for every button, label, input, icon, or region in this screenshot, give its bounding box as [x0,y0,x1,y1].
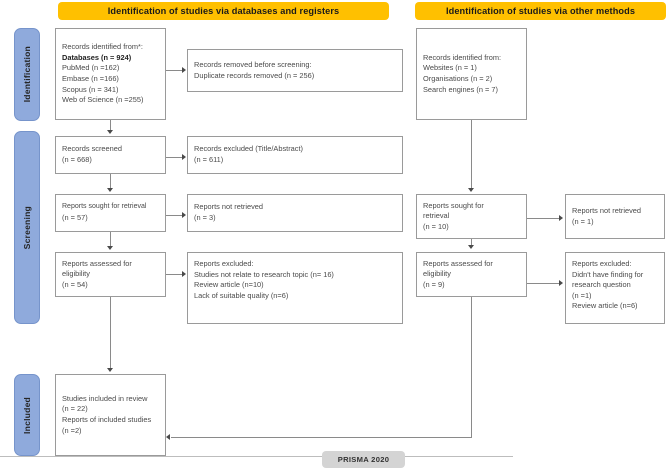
box-line: eligibility [423,269,451,279]
box-line: Studies not relate to research topic (n=… [194,269,334,279]
arrowhead-identified-to-screened [107,130,113,134]
box-reports-excluded-other: Reports excluded: Didn't have finding fo… [565,252,665,324]
box-line: eligibility [62,269,90,279]
box-line: Organisations (n = 2) [423,74,493,83]
banner-other-methods: Identification of studies via other meth… [415,2,666,20]
arrowhead-sought-to-not-retrieved [182,212,186,218]
arrowhead-other-assessed-to-excluded [559,280,563,286]
footer-prisma-chip: PRISMA 2020 [322,451,405,468]
connector-identified-to-screened [110,120,111,131]
arrowhead-assessed-to-included [107,368,113,372]
box-reports-assessed-eligibility: Reports assessed for eligibility (n = 54… [55,252,166,297]
box-line: (n = 10) [423,221,449,231]
box-line: (n =2) [62,425,82,435]
arrowhead-other-to-included [166,434,170,440]
box-line: Reports assessed for [62,258,132,268]
stage-label-identification: Identification [14,28,40,121]
box-line: Review article (n=6) [572,301,638,311]
arrowhead-other-sought-to-not-retrieved [559,215,563,221]
box-line: Reports not retrieved [572,205,642,215]
box-line: (n =1) [572,290,592,300]
box-studies-included-in-review: Studies included in review (n = 22) Repo… [55,374,166,456]
box-line: Reports excluded: [572,259,632,268]
box-line: Lack of suitable quality (n=6) [194,290,289,300]
box-line: Scopus (n = 341) [62,84,119,94]
stage-identification-text: Identification [22,46,32,103]
box-line: (n = 1) [572,216,594,226]
box-line: Reports sought for [423,200,484,210]
box-line: (n = 57) [62,213,88,222]
box-line: (n = 668) [62,155,92,164]
box-reports-assessed-eligibility-other: Reports assessed for eligibility (n = 9) [416,252,527,297]
banner-databases-label: Identification of studies via databases … [107,6,340,16]
arrowhead-assessed-to-excluded [182,271,186,277]
box-line: Reports not retrieved [194,202,264,212]
box-line: (n = 54) [62,279,88,289]
arrowhead-screened-to-excluded [182,154,186,160]
box-reports-sought-retrieval: Reports sought for retrieval (n = 57) [55,194,166,232]
connector-screened-to-excluded [166,157,183,158]
connector-other-assessed-to-excluded [527,283,560,284]
box-line: retrieval [423,211,450,221]
connector-identified-to-removed [166,70,183,71]
box-records-excluded: Records excluded (Title/Abstract) (n = 6… [187,136,403,174]
box-line: Records identified from*: [62,42,143,52]
connector-other-sought-to-not-retrieved [527,218,560,219]
connector-assessed-to-excluded [166,274,183,275]
box-line: (n = 3) [194,213,216,222]
arrowhead-screened-to-sought [107,188,113,192]
stage-included-text: Included [22,396,32,434]
arrowhead-other-identified-to-sought [468,188,474,192]
banner-other-methods-label: Identification of studies via other meth… [445,6,636,16]
box-reports-sought-retrieval-other: Reports sought for retrieval (n = 10) [416,194,527,239]
box-line: Reports of included studies [62,415,152,424]
connector-screened-to-sought [110,174,111,188]
connector-other-assessed-down [471,297,472,437]
box-reports-not-retrieved-other: Reports not retrieved (n = 1) [565,194,665,239]
stage-label-included: Included [14,374,40,456]
box-line: Embase (n =166) [62,74,119,83]
box-line: Websites (n = 1) [423,63,477,73]
box-line: Review article (n=10) [194,280,264,290]
connector-other-identified-to-sought [471,120,472,188]
box-line: Duplicate records removed (n = 256) [194,70,315,80]
box-line: Search engines (n = 7) [423,84,498,94]
box-line: Didn't have finding for [572,269,644,279]
arrowhead-other-sought-to-assessed [468,245,474,249]
connector-sought-to-not-retrieved [166,215,183,216]
box-line: Records removed before screening: [194,59,312,69]
box-line: Records identified from: [423,52,502,62]
box-line: Records screened [62,144,122,154]
box-line: (n = 22) [62,404,88,414]
box-line: PubMed (n =162) [62,63,120,73]
box-line: (n = 9) [423,279,445,289]
arrowhead-sought-to-assessed [107,246,113,250]
box-line: Web of Science (n =255) [62,95,144,105]
box-reports-not-retrieved: Reports not retrieved (n = 3) [187,194,403,232]
box-line: (n = 611) [194,155,224,164]
connector-assessed-to-included [110,297,111,368]
box-line: Databases (n = 924) [62,52,132,62]
box-line: Reports excluded: [194,259,254,268]
box-line: Reports sought for retrieval [62,203,147,211]
connector-other-sought-to-assessed [471,239,472,246]
connector-other-to-included-horizontal [171,437,472,438]
box-line: Studies included in review [62,393,148,403]
banner-databases-registers: Identification of studies via databases … [58,2,389,20]
footer-prisma-label: PRISMA 2020 [337,455,390,464]
stage-label-screening: Screening [14,131,40,324]
stage-screening-text: Screening [22,205,32,250]
connector-sought-to-assessed [110,232,111,246]
box-records-identified-databases: Records identified from*: Databases (n =… [55,28,166,120]
box-records-screened: Records screened (n = 668) [55,136,166,174]
box-reports-excluded-left: Reports excluded: Studies not relate to … [187,252,403,324]
box-records-removed-before-screening: Records removed before screening: Duplic… [187,49,403,92]
box-line: Records excluded (Title/Abstract) [194,144,303,154]
arrowhead-identified-to-removed [182,67,186,73]
box-line: Reports assessed for [423,258,493,268]
box-records-identified-other: Records identified from: Websites (n = 1… [416,28,527,120]
diagram-baseline [0,456,513,457]
box-line: research question [572,280,631,290]
